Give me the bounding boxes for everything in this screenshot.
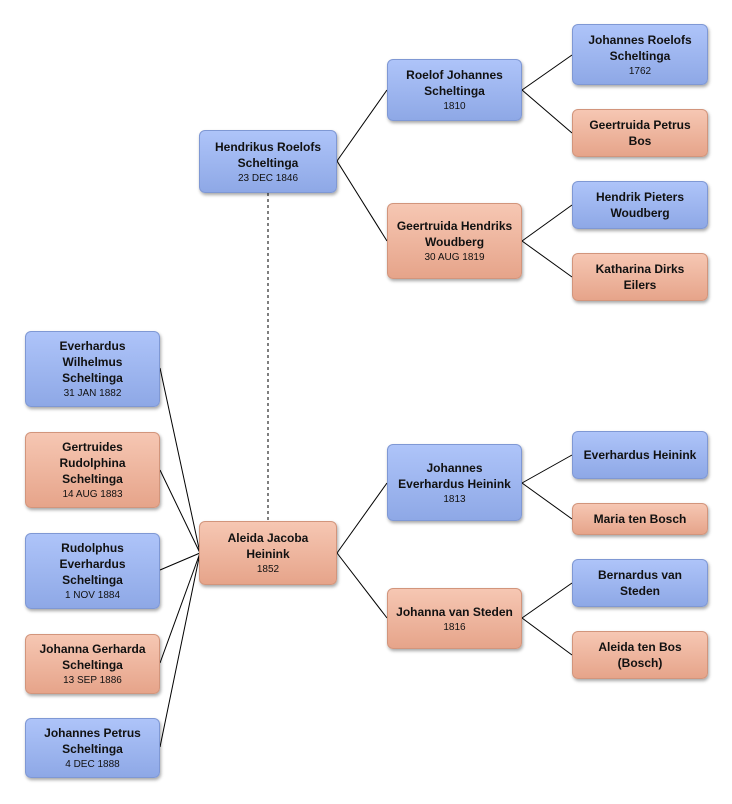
person-geertruida-hendriks-woudberg[interactable]: Geertruida Hendriks Woudberg 30 AUG 1819 <box>387 203 522 279</box>
person-name: Gertruides Rudolphina Scheltinga <box>59 440 126 486</box>
person-aleida-ten-bos[interactable]: Aleida ten Bos (Bosch) <box>572 631 708 679</box>
person-rudolphus-everhardus-scheltinga[interactable]: Rudolphus Everhardus Scheltinga 1 NOV 18… <box>25 533 160 609</box>
person-gertruides-rudolphina-scheltinga[interactable]: Gertruides Rudolphina Scheltinga 14 AUG … <box>25 432 160 508</box>
person-name: Aleida Jacoba Heinink <box>227 531 309 561</box>
person-name: Geertruida Hendriks Woudberg <box>396 219 513 249</box>
person-katharina-dirks-eilers[interactable]: Katharina Dirks Eilers <box>572 253 708 301</box>
person-hendrikus-roelofs-scheltinga[interactable]: Hendrikus Roelofs Scheltinga 23 DEC 1846 <box>199 130 337 193</box>
person-date: 1852 <box>256 564 280 575</box>
person-name: Katharina Dirks Eilers <box>595 262 685 292</box>
person-aleida-jacoba-heinink[interactable]: Aleida Jacoba Heinink 1852 <box>199 521 337 585</box>
person-johanna-gerharda-scheltinga[interactable]: Johanna Gerharda Scheltinga 13 SEP 1886 <box>25 634 160 694</box>
person-johanna-van-steden[interactable]: Johanna van Steden 1816 <box>387 588 522 649</box>
person-maria-ten-bosch[interactable]: Maria ten Bosch <box>572 503 708 535</box>
person-johannes-roelofs-scheltinga[interactable]: Johannes Roelofs Scheltinga 1762 <box>572 24 708 85</box>
person-date: 1813 <box>443 493 466 505</box>
person-date: 1 NOV 1884 <box>64 590 121 601</box>
person-roelof-johannes-scheltinga[interactable]: Roelof Johannes Scheltinga 1810 <box>387 59 522 121</box>
person-name: Everhardus Wilhelmus Scheltinga <box>59 339 126 385</box>
person-name: Johannes Everhardus Heinink <box>398 460 511 491</box>
person-date: 23 DEC 1846 <box>237 172 299 184</box>
person-date: 30 AUG 1819 <box>424 252 485 263</box>
person-name: Johannes Roelofs Scheltinga <box>588 32 692 63</box>
person-johannes-petrus-scheltinga[interactable]: Johannes Petrus Scheltinga 4 DEC 1888 <box>25 718 160 778</box>
person-date: 13 SEP 1886 <box>63 675 122 686</box>
person-name: Bernardus van Steden <box>597 568 683 598</box>
person-hendrik-pieters-woudberg[interactable]: Hendrik Pieters Woudberg <box>572 181 708 229</box>
person-name: Hendrik Pieters Woudberg <box>595 190 685 220</box>
person-date: 1810 <box>443 101 466 112</box>
person-date: 31 JAN 1882 <box>63 388 122 399</box>
person-name: Johanna Gerharda Scheltinga <box>39 642 146 672</box>
person-name: Everhardus Heinink <box>583 448 697 462</box>
person-name: Rudolphus Everhardus Scheltinga <box>59 541 126 587</box>
person-johannes-everhardus-heinink[interactable]: Johannes Everhardus Heinink 1813 <box>387 444 522 521</box>
person-name: Geertruida Petrus Bos <box>589 118 691 148</box>
person-name: Johanna van Steden <box>396 604 513 619</box>
person-name: Roelof Johannes Scheltinga <box>406 68 503 98</box>
person-name: Hendrikus Roelofs Scheltinga <box>214 139 322 170</box>
person-date: 1762 <box>628 65 652 77</box>
person-name: Aleida ten Bos (Bosch) <box>598 640 682 670</box>
person-everhardus-wilhelmus-scheltinga[interactable]: Everhardus Wilhelmus Scheltinga 31 JAN 1… <box>25 331 160 407</box>
person-name: Johannes Petrus Scheltinga <box>44 726 141 756</box>
person-date: 1816 <box>443 621 466 633</box>
person-date: 14 AUG 1883 <box>62 489 123 500</box>
person-geertruida-petrus-bos[interactable]: Geertruida Petrus Bos <box>572 109 708 157</box>
person-everhardus-heinink[interactable]: Everhardus Heinink <box>572 431 708 479</box>
person-date: 4 DEC 1888 <box>65 759 120 770</box>
person-bernardus-van-steden[interactable]: Bernardus van Steden <box>572 559 708 607</box>
person-name: Maria ten Bosch <box>593 512 687 526</box>
